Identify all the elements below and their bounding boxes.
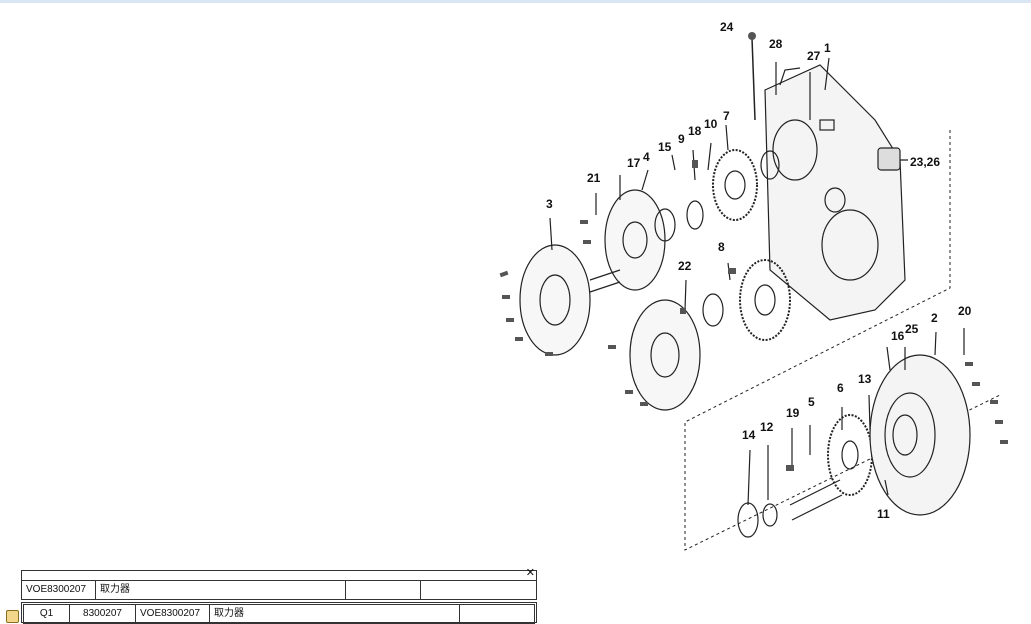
row-status-indicator[interactable]	[6, 610, 19, 623]
housing-part	[764, 64, 906, 321]
callout-label: 11	[877, 507, 890, 521]
callout-label: 9	[678, 132, 685, 146]
callout-label: 21	[587, 171, 601, 185]
callout-label: 14	[742, 428, 756, 442]
callout-label: 15	[658, 140, 672, 154]
gear-part	[712, 149, 758, 221]
part-position: Q1	[24, 605, 70, 623]
callout-label: 8	[718, 240, 725, 254]
callout-label: 17	[627, 156, 641, 170]
flange-plate	[604, 189, 666, 291]
callout-label: 12	[760, 420, 774, 434]
flange-plate	[519, 244, 591, 356]
callout-label: 16	[891, 329, 905, 343]
part-extra	[460, 605, 534, 623]
callout-label: 19	[786, 406, 800, 420]
exploded-parts-diagram: 1 27 28 24 23,26 7 10 9 18 15 4 17 21 3 …	[499, 20, 1008, 551]
part-name: 取力器	[210, 605, 460, 623]
assembly-name: 取力器	[96, 581, 346, 599]
callout-label: 6	[837, 381, 844, 395]
panel-titlebar: ✕	[22, 567, 536, 580]
callout-label: 28	[769, 37, 783, 51]
top-border	[0, 0, 1031, 3]
callout-label: 13	[858, 372, 872, 386]
assembly-row[interactable]: VOE8300207 取力器	[22, 580, 536, 599]
gear-part	[739, 259, 791, 341]
part-list-panel: Q1 8300207 VOE8300207 取力器	[21, 602, 537, 624]
callout-label: 3	[546, 197, 553, 211]
callout-label: 1	[824, 41, 831, 55]
cover-plate	[869, 354, 971, 516]
part-code: VOE8300207	[136, 605, 210, 623]
callout-label: 18	[688, 124, 702, 138]
callout-label: 23,26	[910, 155, 940, 169]
assembly-extra-1	[346, 581, 421, 599]
part-row[interactable]: Q1 8300207 VOE8300207 取力器	[23, 604, 535, 624]
callout-label: 4	[643, 150, 650, 164]
callout-label: 24	[720, 20, 734, 34]
callout-label: 5	[808, 395, 815, 409]
callout-label: 22	[678, 259, 692, 273]
callout-label: 10	[704, 117, 718, 131]
callout-label: 25	[905, 322, 919, 336]
callout-label: 2	[931, 311, 938, 325]
callout-label: 27	[807, 49, 821, 63]
assembly-code: VOE8300207	[22, 581, 96, 599]
part-number: 8300207	[70, 605, 136, 623]
close-icon[interactable]: ✕	[525, 567, 535, 579]
assembly-header-panel: ✕ VOE8300207 取力器	[21, 567, 537, 600]
callout-label: 20	[958, 304, 972, 318]
callout-label: 7	[723, 109, 730, 123]
flange-plate	[629, 299, 701, 411]
assembly-extra-2	[421, 581, 536, 599]
